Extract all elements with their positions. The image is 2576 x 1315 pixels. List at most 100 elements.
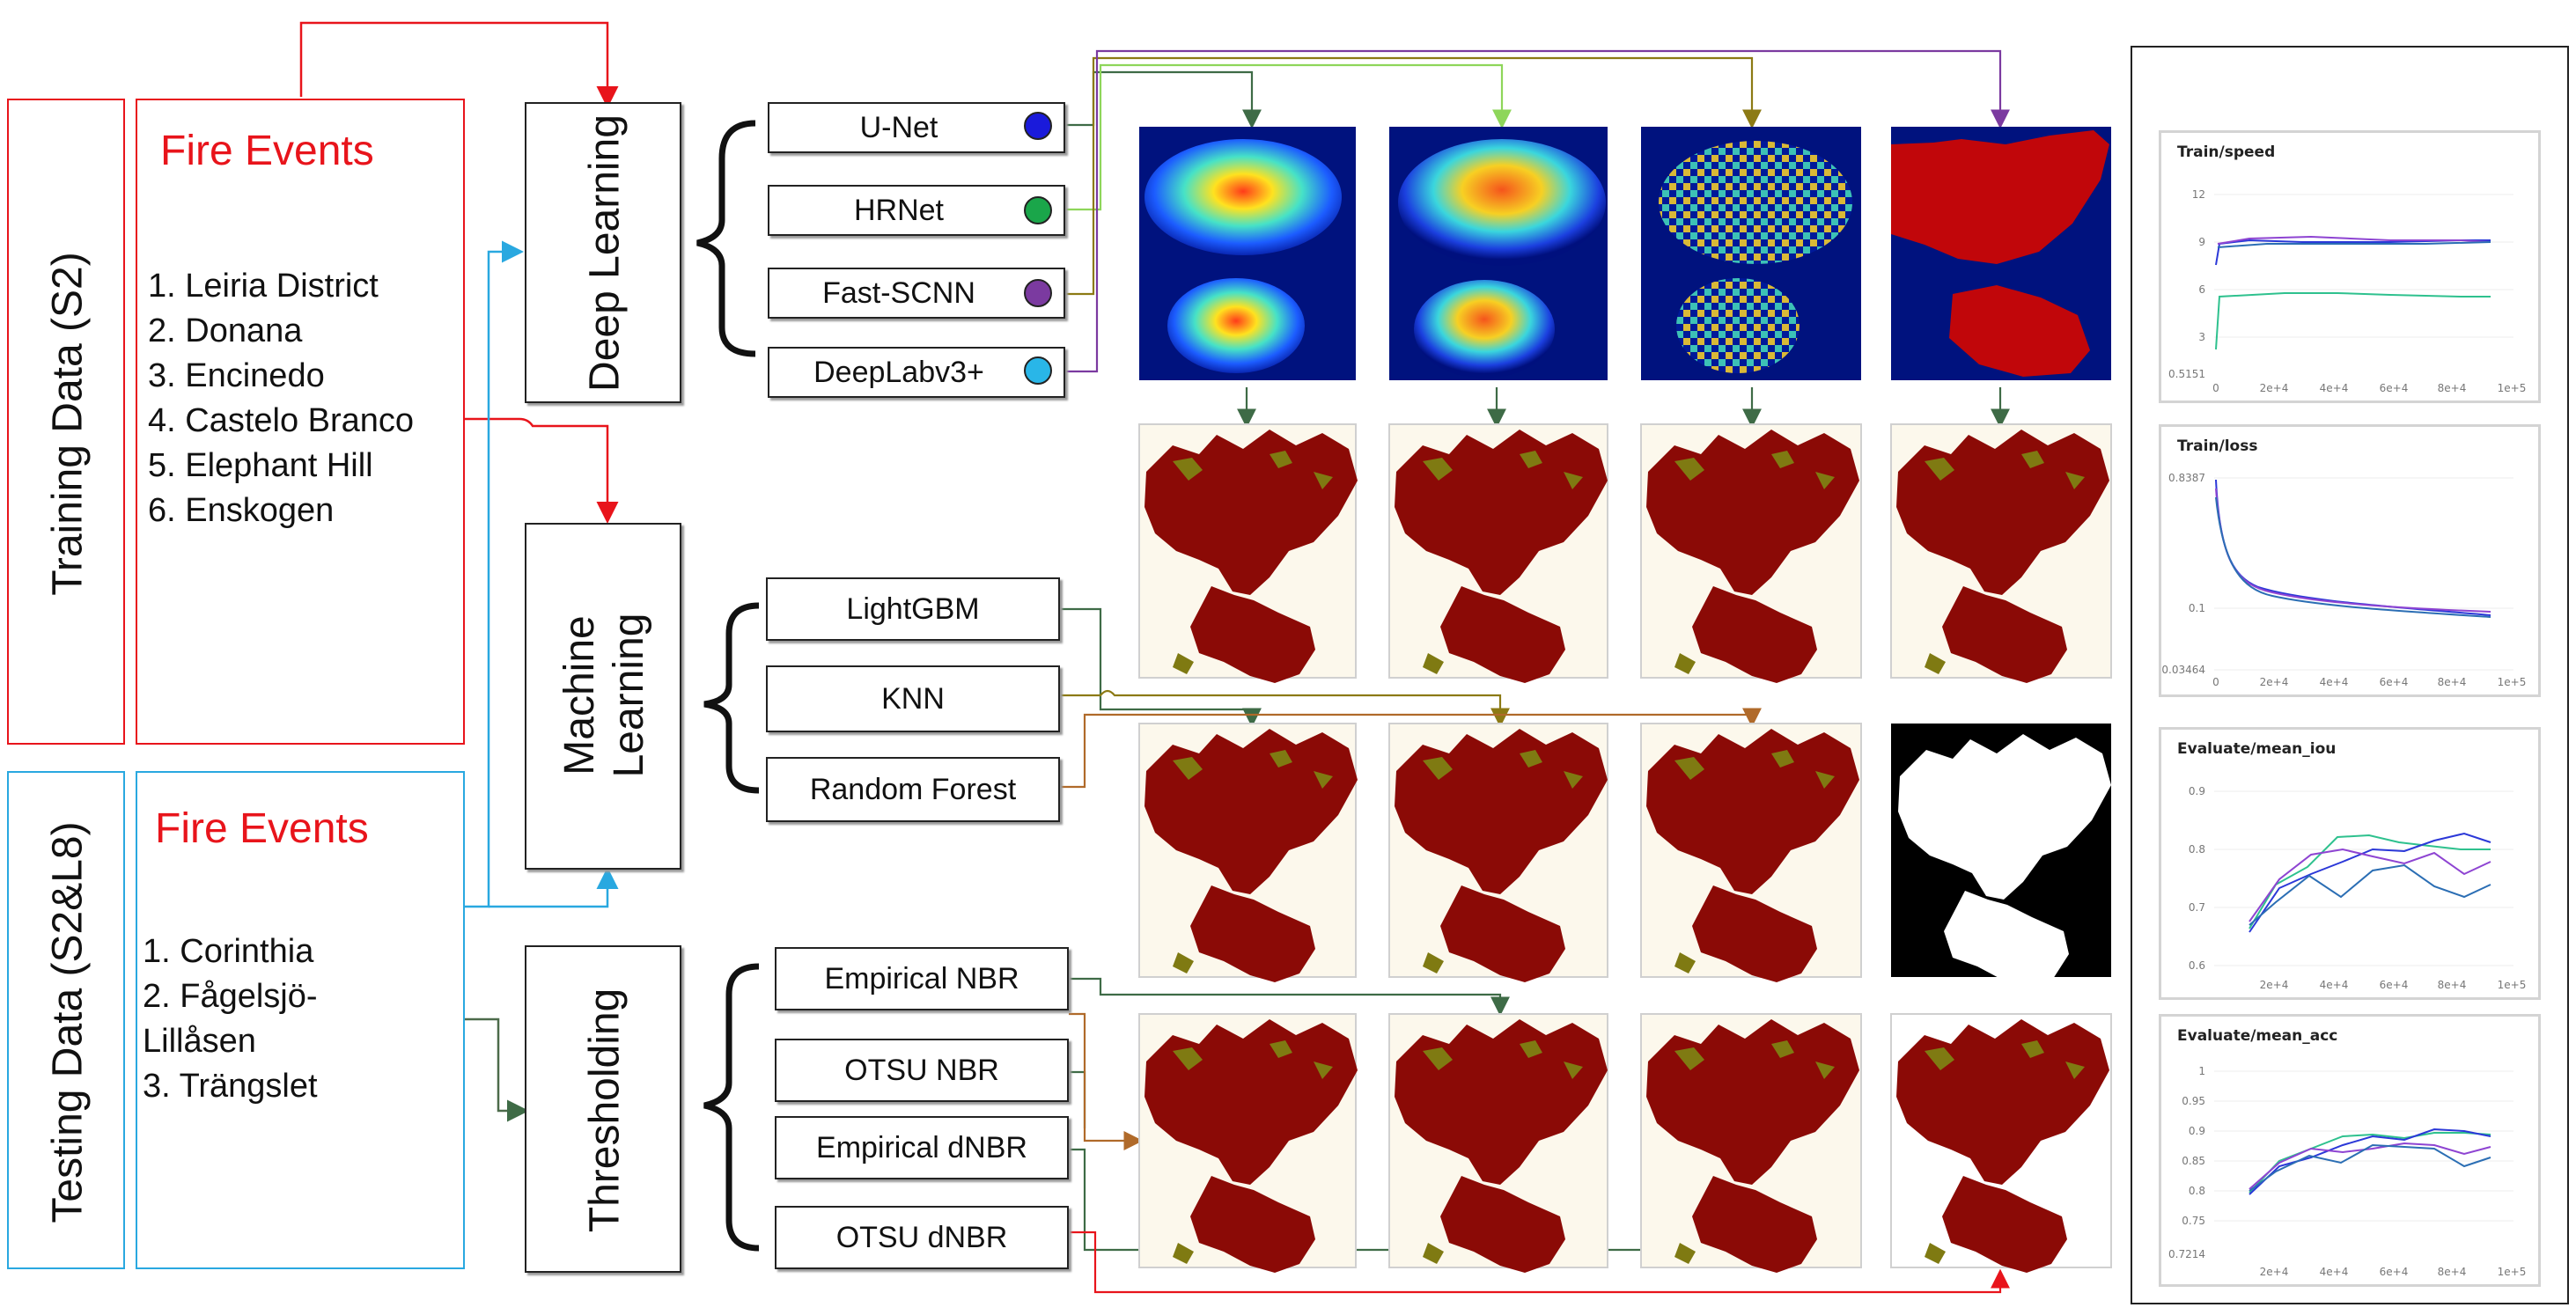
machine-learning-box: Machine Learning [525, 523, 681, 870]
xtick: 1e+5 [2498, 979, 2527, 991]
xtick: 4e+4 [2320, 382, 2349, 394]
model-random-forest-box: Random Forest [766, 757, 1060, 822]
ytick: 0.7214 [2168, 1248, 2205, 1260]
testing-events-list: 1. Corinthia 2. Fågelsjö- Lillåsen 3. Tr… [143, 929, 318, 1109]
panel-title: Evaluate/mean_iou [2177, 740, 2337, 758]
xtick: 1e+5 [2498, 676, 2527, 688]
list-item: 1. Corinthia [143, 933, 314, 970]
xtick: 8e+4 [2438, 979, 2467, 991]
xtick: 8e+4 [2438, 676, 2467, 688]
xtick: 8e+4 [2438, 1266, 2467, 1278]
method-empirical-nbr-box: Empirical NBR [775, 947, 1069, 1010]
xtick: 6e+4 [2380, 676, 2409, 688]
random-forest-burn-map [1640, 723, 1862, 982]
xtick: 2e+4 [2260, 676, 2289, 688]
ytick: 0.6 [2189, 959, 2205, 972]
model-random-forest-label: Random Forest [809, 772, 1017, 806]
method-otsu-nbr-label: OTSU NBR [844, 1053, 999, 1087]
fastscnn-burn-map [1640, 423, 1862, 683]
model-hrnet-label: HRNet [853, 193, 945, 227]
fastscnn-heatmap [1641, 127, 1861, 380]
ytick: 3 [2198, 331, 2205, 343]
model-deeplab-label: DeepLabv3+ [813, 355, 984, 389]
xtick: 6e+4 [2380, 979, 2409, 991]
list-item: 5. Elephant Hill [148, 447, 373, 484]
model-fastscnn-label: Fast-SCNN [822, 275, 975, 310]
xtick: 6e+4 [2380, 382, 2409, 394]
list-item: 2. Donana [148, 312, 303, 349]
panel-title: Train/speed [2177, 143, 2276, 161]
model-fastscnn-box: Fast-SCNN [768, 268, 1065, 319]
ytick: 0.75 [2182, 1215, 2205, 1227]
deeplab-heatmap [1891, 127, 2111, 380]
ytick: 1 [2198, 1065, 2205, 1077]
xtick: 2e+4 [2260, 979, 2289, 991]
hrnet-burn-map [1388, 423, 1608, 683]
ytick: 0.95 [2182, 1095, 2205, 1107]
list-item: 3. Trängslet [143, 1068, 318, 1105]
ytick: 0.8387 [2168, 472, 2205, 484]
training-events-list: 1. Leiria District 2. Donana 3. Encinedo… [148, 264, 414, 533]
metric-panel-train-loss: Train/loss 0.8387 0.1 0.03464 0 2e+4 4e+… [2159, 424, 2541, 697]
train-speed-chart: 12 9 6 3 0.5151 0 2e+4 4e+4 6e+4 8e+4 1e… [2168, 188, 2526, 394]
list-item: 3. Encinedo [148, 357, 325, 394]
testing-events-title: Fire Events [155, 805, 369, 852]
empirical-nbr-burn-map [1138, 1013, 1358, 1273]
list-item: 2. Fågelsjö- [143, 978, 318, 1015]
machine-learning-line1: Machine [556, 615, 603, 775]
mean-acc-chart: 1 0.95 0.9 0.85 0.8 0.75 0.7214 2e+4 4e+… [2168, 1065, 2526, 1278]
model-unet-box: U-Net [768, 102, 1065, 153]
ytick: 0.1 [2189, 602, 2205, 614]
testing-data-label: Testing Data (S2&L8) [44, 821, 92, 1223]
ytick: 0.9 [2189, 785, 2205, 797]
xtick: 0 [2212, 676, 2219, 688]
method-otsu-dnbr-label: OTSU dNBR [835, 1220, 1008, 1254]
xtick: 4e+4 [2320, 979, 2349, 991]
xtick: 0 [2212, 382, 2219, 394]
method-empirical-nbr-label: Empirical NBR [824, 961, 1019, 995]
thresholding-label: Thresholding [581, 988, 629, 1233]
xtick: 6e+4 [2380, 1266, 2409, 1278]
hrnet-heatmap [1389, 127, 1608, 380]
method-empirical-dnbr-box: Empirical dNBR [775, 1116, 1069, 1179]
ytick: 0.8 [2189, 843, 2205, 856]
model-lightgbm-label: LightGBM [846, 591, 980, 626]
thresholding-box: Thresholding [525, 945, 681, 1273]
knn-burn-map [1388, 723, 1608, 982]
method-empirical-dnbr-label: Empirical dNBR [816, 1130, 1027, 1164]
model-deeplab-box: DeepLabv3+ [768, 347, 1065, 398]
method-otsu-dnbr-box: OTSU dNBR [775, 1206, 1069, 1269]
ytick: 6 [2198, 283, 2205, 296]
ytick: 0.5151 [2168, 368, 2205, 380]
unet-color-dot [1024, 112, 1052, 140]
fastscnn-color-dot [1024, 279, 1052, 307]
deeplab-color-dot [1024, 356, 1052, 385]
testing-events-box: Fire Events 1. Corinthia 2. Fågelsjö- Li… [136, 771, 465, 1269]
metric-panel-train-speed: Train/speed 12 9 6 3 0.5151 0 2e+4 4e+4 … [2159, 130, 2541, 403]
ytick: 0.9 [2189, 1125, 2205, 1137]
otsu-dnbr-burn-map [1890, 1013, 2112, 1273]
metric-panel-mean-iou: Evaluate/mean_iou 0.9 0.8 0.7 0.6 2e+4 4… [2159, 727, 2541, 1000]
train-loss-chart: 0.8387 0.1 0.03464 0 2e+4 4e+4 6e+4 8e+4… [2161, 472, 2527, 688]
unet-heatmap [1139, 127, 1356, 380]
model-lightgbm-box: LightGBM [766, 577, 1060, 641]
model-knn-label: KNN [881, 681, 945, 716]
xtick: 4e+4 [2320, 676, 2349, 688]
deep-learning-box: Deep Learning [525, 102, 681, 403]
ground-truth-mask [1891, 724, 2111, 988]
ytick: 0.03464 [2161, 664, 2205, 676]
ytick: 0.85 [2182, 1155, 2205, 1167]
result-image-grid [1138, 127, 2112, 1273]
list-item: 6. Enskogen [148, 492, 335, 529]
ytick: 0.8 [2189, 1185, 2205, 1197]
empirical-dnbr-burn-map [1640, 1013, 1862, 1273]
otsu-nbr-burn-map [1388, 1013, 1608, 1273]
machine-learning-line2: Learning [606, 613, 652, 778]
hrnet-color-dot [1024, 196, 1052, 224]
xtick: 4e+4 [2320, 1266, 2349, 1278]
model-unet-label: U-Net [859, 110, 938, 144]
ytick: 9 [2198, 236, 2205, 248]
method-otsu-nbr-box: OTSU NBR [775, 1039, 1069, 1102]
xtick: 2e+4 [2260, 382, 2289, 394]
deep-learning-label: Deep Learning [581, 114, 629, 392]
